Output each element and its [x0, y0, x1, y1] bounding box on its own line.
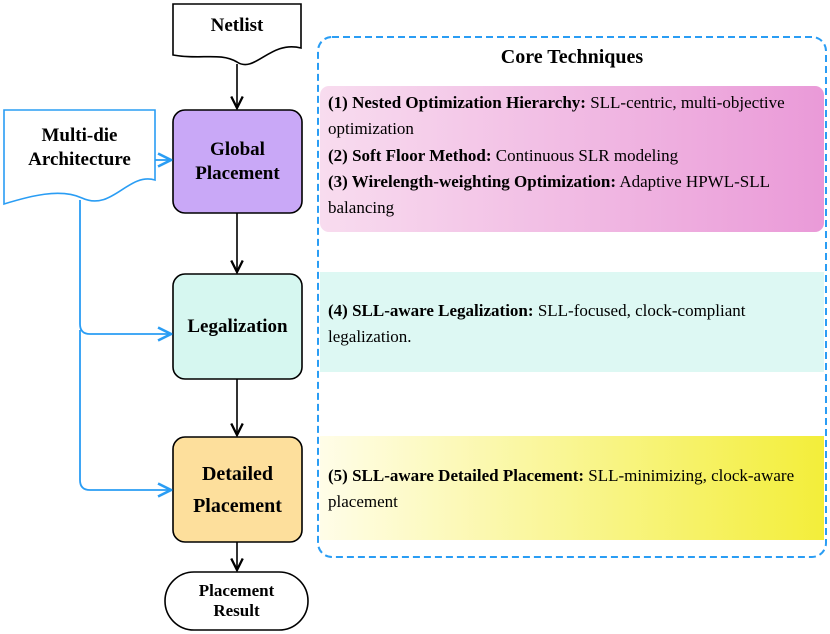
- netlist-text: Netlist: [210, 15, 264, 37]
- technique-3: (3) Wirelength-weighting Optimization: A…: [328, 169, 820, 222]
- arrow-multidie-to-legal: [79, 200, 171, 334]
- band-detailed: [320, 436, 824, 540]
- arrow-multidie-to-detailed: [79, 330, 171, 490]
- detailed-placement-label: Detailed Placement: [173, 437, 302, 542]
- technique-1: (1) Nested Optimization Hierarchy: SLL-c…: [328, 90, 820, 143]
- core-techniques-title: Core Techniques: [318, 42, 826, 72]
- detailed-placement-line2: Placement: [193, 494, 282, 517]
- band-global: [320, 86, 824, 232]
- legalization-label: Legalization: [173, 274, 302, 379]
- technique-group-detailed: (5) SLL-aware Detailed Placement: SLL-mi…: [328, 463, 820, 516]
- technique-4-text: SLL-focused, clock-compliant legalizatio…: [328, 301, 746, 347]
- global-placement-line1: Global: [210, 138, 265, 160]
- netlist-shape: [172, 3, 302, 66]
- technique-1-text: SLL-centric, multi-objective optimizatio…: [328, 93, 785, 139]
- multi-die-line2: Architecture: [28, 149, 131, 170]
- multi-die-line1: Multi-die: [41, 125, 118, 147]
- technique-5-label: (5) SLL-aware Detailed Placement:: [328, 466, 585, 485]
- technique-group-global: (1) Nested Optimization Hierarchy: SLL-c…: [328, 90, 820, 222]
- technique-5-text: SLL-minimizing, clock-aware placement: [328, 466, 795, 512]
- placement-result-line1: Placement: [198, 580, 275, 600]
- core-techniques-frame: [317, 36, 827, 558]
- technique-1-label: (1) Nested Optimization Hierarchy:: [328, 93, 586, 112]
- global-placement-line2: Placement: [195, 162, 280, 184]
- core-techniques-title-text: Core Techniques: [500, 45, 644, 68]
- technique-group-legalization: (4) SLL-aware Legalization: SLL-focused,…: [328, 298, 820, 351]
- technique-5: (5) SLL-aware Detailed Placement: SLL-mi…: [328, 463, 820, 516]
- legalization-text: Legalization: [187, 315, 288, 337]
- detailed-placement-line1: Detailed: [201, 462, 274, 485]
- netlist-label: Netlist: [173, 8, 301, 44]
- technique-3-label: (3) Wirelength-weighting Optimization:: [328, 172, 617, 192]
- technique-2-label: (2) Soft Floor Method:: [328, 145, 492, 165]
- placement-result-line2: Result: [213, 601, 260, 620]
- multi-die-label: Multi-die Architecture: [4, 118, 155, 178]
- placement-result-shape: [164, 571, 309, 631]
- technique-4-label: (4) SLL-aware Legalization:: [328, 301, 534, 320]
- placement-result-label: Placement Result: [165, 572, 308, 630]
- global-placement-label: Global Placement: [173, 110, 302, 213]
- multi-die-shape: [3, 109, 156, 206]
- technique-2-text: Continuous SLR modeling: [491, 145, 679, 165]
- technique-2: (2) Soft Floor Method: Continuous SLR mo…: [328, 143, 820, 169]
- technique-4: (4) SLL-aware Legalization: SLL-focused,…: [328, 298, 820, 351]
- technique-3-text: Adaptive HPWL-SLL balancing: [328, 172, 770, 218]
- band-legalization: [320, 272, 824, 372]
